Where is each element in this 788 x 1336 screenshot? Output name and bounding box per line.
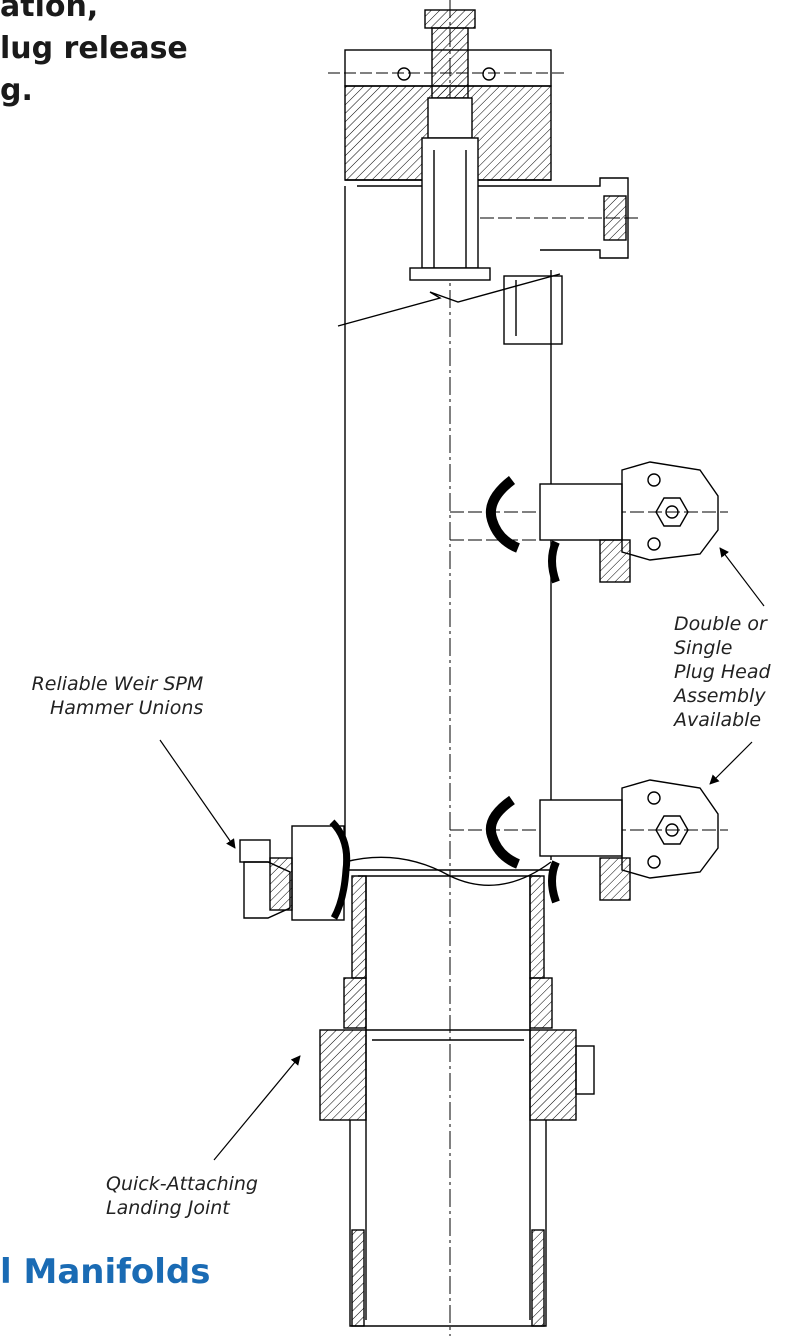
callout-plug-line-5: Available [674, 709, 762, 731]
callout-hammer-unions: Reliable Weir SPM Hammer Unions [10, 672, 204, 720]
hammer-union-leader [159, 739, 236, 849]
top-head-assembly [328, 9, 640, 327]
upper-plug-leader [719, 547, 765, 607]
heading-line-1: ation, [0, 0, 99, 24]
upper-plug-head [450, 461, 728, 584]
callout-plug-line-1: Double or [674, 613, 767, 635]
landing-joint-leader [213, 1055, 301, 1161]
lower-joint [319, 856, 595, 1327]
callout-landing-line-1: Quick-Attaching [106, 1173, 258, 1195]
callout-plug-line-3: Plug Head [674, 661, 771, 683]
callout-plug-head: Double or Single Plug Head Assembly Avai… [674, 612, 771, 732]
footer-section-title: l Manifolds [0, 1252, 211, 1292]
callout-hammer-line-2: Hammer Unions [50, 697, 204, 719]
main-body-tube [344, 186, 563, 860]
heading-text: ation, lug release g. [0, 0, 188, 112]
callout-hammer-line-1: Reliable Weir SPM [31, 673, 204, 695]
callout-landing-joint: Quick-Attaching Landing Joint [106, 1172, 258, 1220]
callout-plug-line-4: Assembly [674, 685, 766, 707]
heading-line-2: lug release [0, 31, 188, 66]
callout-plug-line-2: Single [674, 637, 733, 659]
lower-plug-leader [709, 741, 753, 785]
lower-plug-head [450, 779, 728, 904]
callout-landing-line-2: Landing Joint [106, 1197, 230, 1219]
hammer-union-left [239, 819, 351, 921]
heading-line-3: g. [0, 73, 33, 108]
